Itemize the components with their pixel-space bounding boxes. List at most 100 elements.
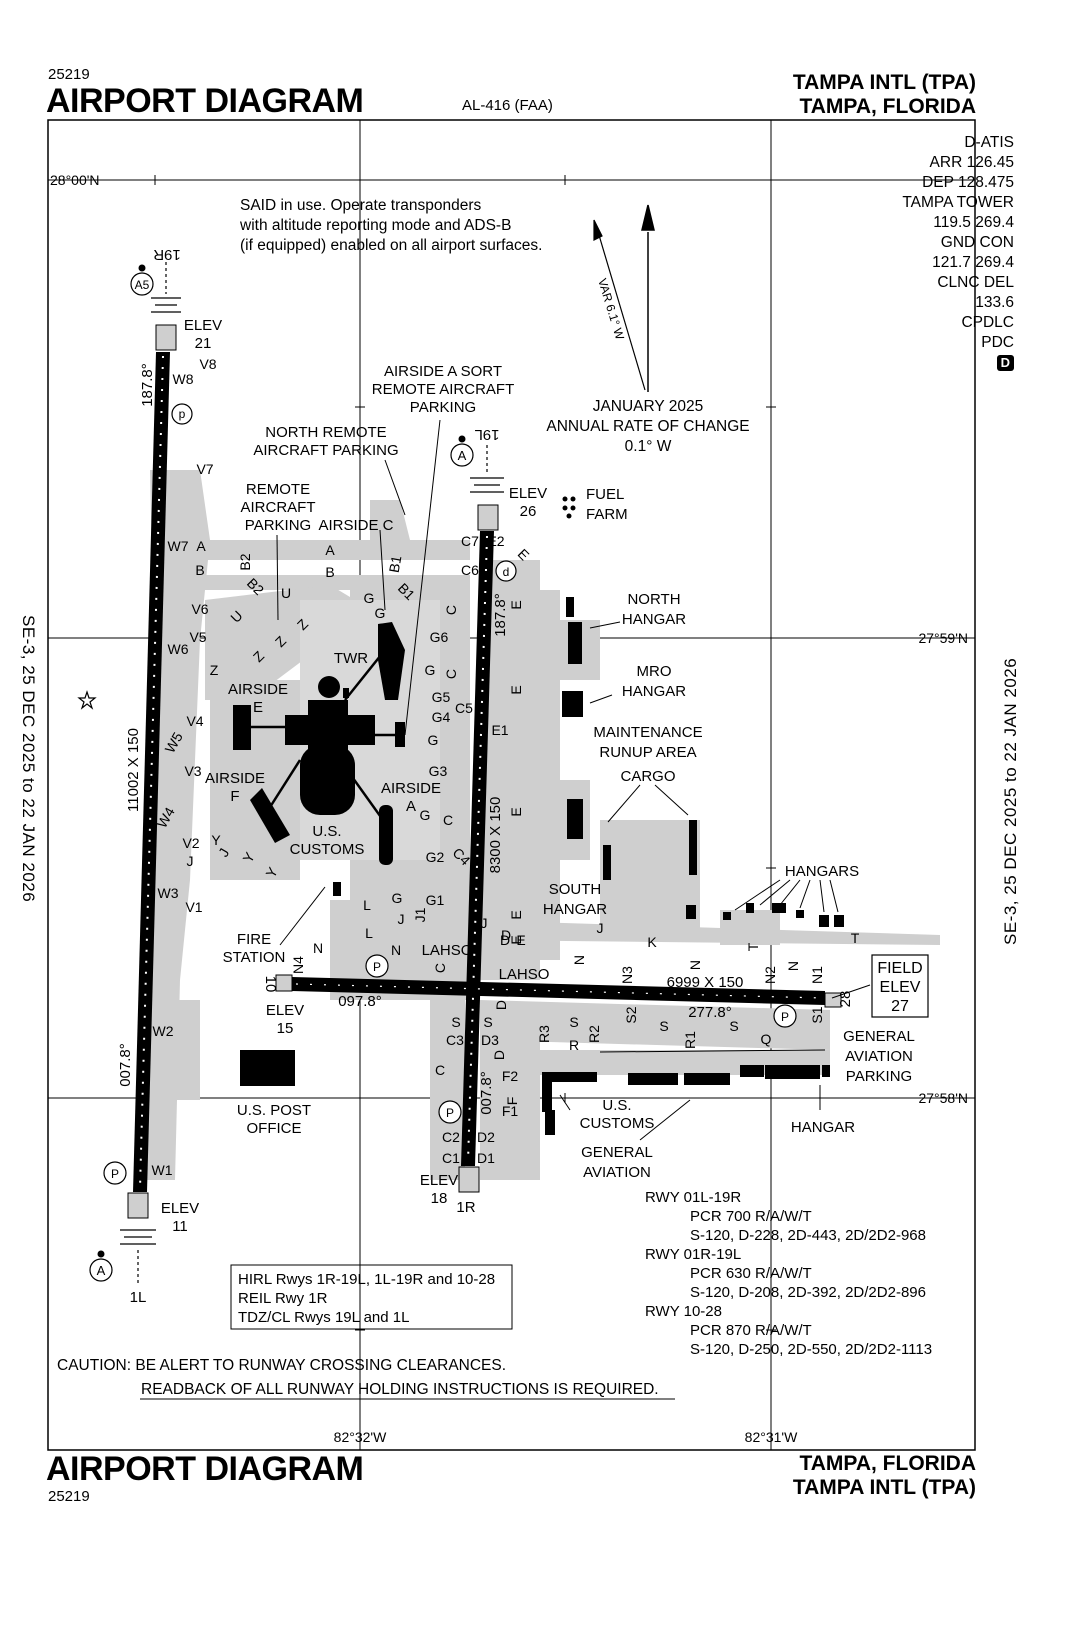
taxiway-label: G <box>428 732 439 748</box>
runway-dimensions: 8300 X 150 <box>487 797 504 874</box>
runway-1R-19L <box>461 531 494 1166</box>
footer-city-state: TAMPA, FLORIDA <box>799 1452 976 1475</box>
taxiway-label: A <box>196 538 206 554</box>
buildings <box>240 597 844 1135</box>
field-elevation-label: FIELD <box>877 960 922 977</box>
facility-label: NORTH <box>627 591 680 608</box>
facility-label: U.S. <box>602 1097 631 1114</box>
frequency-line: GND CON <box>940 234 1014 251</box>
pad-label: P <box>446 1106 454 1120</box>
taxiway-label: G3 <box>429 763 448 779</box>
taxiway-label: W8 <box>173 371 194 387</box>
taxiway-label: U <box>281 585 291 601</box>
taxiway-label: N <box>313 940 323 956</box>
variation-arrow <box>593 219 646 391</box>
elevation-label: ELEV <box>161 1200 199 1217</box>
taxiway-label: J <box>481 915 488 931</box>
taxiway-label: D <box>491 1050 507 1060</box>
frequency-line: 119.5 269.4 <box>933 214 1014 231</box>
pad-label: P <box>111 1167 119 1181</box>
taxiway-label: C <box>443 669 459 679</box>
taxiway-label: N <box>571 955 587 965</box>
runway-end-label: 28 <box>837 991 854 1008</box>
fuel-farm-dots <box>562 496 576 519</box>
taxiway-label: V5 <box>189 629 206 645</box>
taxiway-label: D <box>500 932 510 948</box>
lighting-notice: TDZ/CL Rwys 19L and 1L <box>238 1309 409 1326</box>
elevation-label: 26 <box>520 503 537 520</box>
taxiway-label: Q <box>761 1031 772 1047</box>
said-notice: SAID in use. Operate transponders <box>240 197 481 214</box>
taxiway-label: F2 <box>502 1068 519 1084</box>
latitude-label: 27°59'N <box>918 630 968 646</box>
facility-label: CUSTOMS <box>290 841 365 858</box>
taxiway-label: S <box>729 1018 738 1034</box>
taxiway-label: W2 <box>153 1023 174 1039</box>
taxiway-label: F <box>504 1097 520 1106</box>
annual-change-notice: ANNUAL RATE OF CHANGE <box>546 418 749 435</box>
facility-label: REMOTE AIRCRAFT <box>372 381 515 398</box>
elevation-label: 21 <box>195 335 212 352</box>
lighting-notice: HIRL Rwys 1R-19L, 1L-19R and 10-28 <box>238 1271 495 1288</box>
taxiway-label: S2 <box>623 1006 639 1023</box>
taxiway-label: W3 <box>158 885 179 901</box>
facility-label: MAINTENANCE <box>593 724 702 741</box>
said-notice: (if equipped) enabled on all airport sur… <box>240 237 542 254</box>
elevation-label: 11 <box>172 1218 188 1235</box>
latitude-label: 28°00'N <box>50 172 100 188</box>
facility-label: HANGARS <box>785 863 859 880</box>
taxiway-label: R3 <box>536 1025 552 1043</box>
taxiway-label: C <box>435 1062 445 1078</box>
taxiway-label: W7 <box>168 538 189 554</box>
runway-data-line: RWY 10-28 <box>645 1303 722 1320</box>
facility-label: AIRSIDE C <box>318 517 393 534</box>
taxiway-label: A <box>325 542 335 558</box>
frequency-line: 133.6 <box>975 294 1014 311</box>
facility-label: OFFICE <box>247 1120 302 1137</box>
runway-heading: 187.8° <box>139 363 156 407</box>
pad-label: P <box>373 960 381 974</box>
longitude-label: 82°32'W <box>334 1429 387 1445</box>
taxiway-label: R <box>569 1037 579 1053</box>
frequency-line: 121.7 269.4 <box>932 254 1014 271</box>
elevation-label: 15 <box>277 1020 294 1037</box>
facility-label: RUNUP AREA <box>599 744 696 761</box>
city-state: TAMPA, FLORIDA <box>799 95 976 118</box>
facility-label: FUEL <box>586 486 624 503</box>
facility-label: FIRE <box>237 931 271 948</box>
facility-label: SOUTH <box>549 881 602 898</box>
taxiway-label: R1 <box>682 1031 698 1049</box>
taxiway-label: S <box>569 1014 578 1030</box>
runway-data-line: S-120, D-250, 2D-550, 2D/2D2-1113 <box>690 1341 932 1358</box>
taxiway-label: G1 <box>426 892 445 908</box>
taxiway-label: C1 <box>442 1150 460 1166</box>
taxiway-label: S <box>659 1018 668 1034</box>
taxiway-label: V7 <box>196 461 213 477</box>
facility-label: TWR <box>334 650 368 667</box>
elevation-label: ELEV <box>266 1002 304 1019</box>
taxiway-label: C6 <box>461 562 479 578</box>
footer-airport-name: TAMPA INTL (TPA) <box>792 1476 976 1499</box>
taxiway-label: B1 <box>386 554 405 574</box>
taxiway-label: B2 <box>237 553 253 570</box>
caution-notice: CAUTION: BE ALERT TO RUNWAY CROSSING CLE… <box>57 1357 506 1374</box>
taxiway-label: G2 <box>426 849 445 865</box>
facility-label: F <box>230 788 239 805</box>
taxiway-label: D3 <box>481 1032 499 1048</box>
frequency-line: ARR 126.45 <box>929 154 1014 171</box>
airport-beacon-star <box>77 690 97 710</box>
facility-label: HANGAR <box>622 611 686 628</box>
taxiway-label: N1 <box>809 966 825 984</box>
facility-label: PARKING <box>846 1068 912 1085</box>
circle-marker-dots <box>97 264 466 1258</box>
runway-10-28 <box>292 977 825 1005</box>
taxiway-label: D <box>501 927 511 943</box>
runway-end-label: 19R <box>153 246 181 263</box>
taxiway-label: Y <box>211 832 221 848</box>
taxiway-label: Z <box>210 662 219 678</box>
readback-notice: READBACK OF ALL RUNWAY HOLDING INSTRUCTI… <box>141 1381 659 1398</box>
facility-label: GENERAL <box>843 1028 915 1045</box>
hot-spot-label: A <box>458 448 467 463</box>
